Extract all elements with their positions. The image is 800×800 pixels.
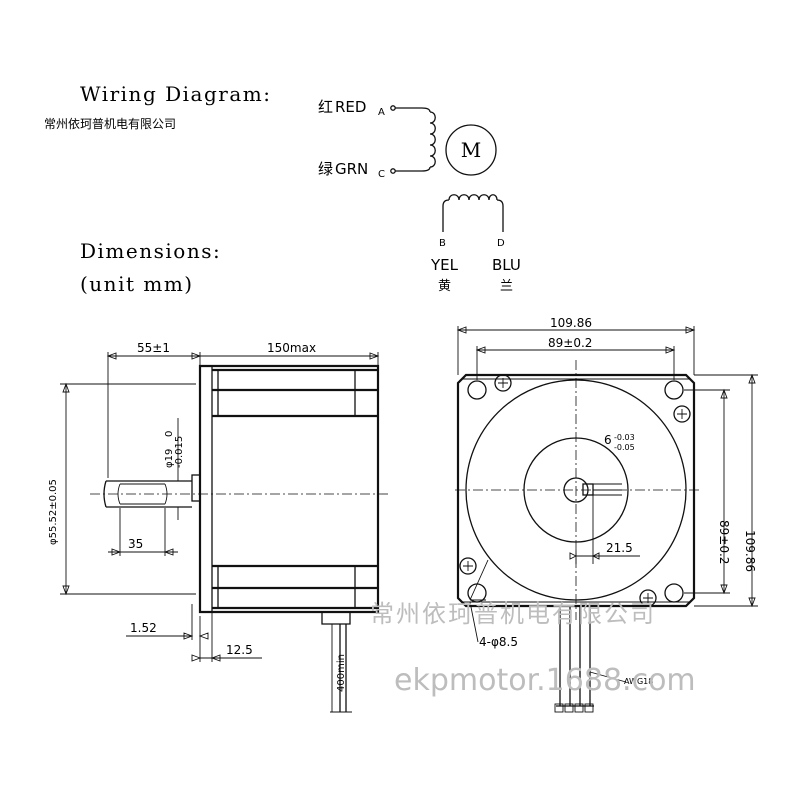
- dim-flange-thickness: 12.5: [226, 643, 253, 657]
- front-view: AWG18 109.86 89±0.2 109.86 89±0.2 6 -0.0…: [455, 316, 758, 713]
- dim-key-depth: 21.5: [606, 541, 633, 555]
- dim-overall-width: 109.86: [550, 316, 592, 330]
- shaft-flat: [582, 483, 594, 496]
- wire-blue-cn: 兰: [500, 279, 513, 294]
- dim-height-lines: [694, 374, 758, 607]
- wire-blue-pin: D: [497, 238, 505, 249]
- watermark-cn: 常州依珂普机电有限公司: [370, 600, 656, 628]
- dim-body-length-lines: [200, 352, 379, 366]
- dim-overall-height: 109.86: [743, 530, 757, 572]
- watermark-url: ekpmotor.1688.com: [394, 663, 696, 698]
- dim-shaft-length: 55±1: [137, 341, 170, 355]
- dim-key-tol: -0.03: [614, 433, 635, 442]
- dim-shaft-diameter: φ19: [164, 449, 175, 468]
- wire-green-label: 绿 GRN C: [318, 160, 385, 180]
- coil-ac: [390, 105, 436, 174]
- wire-red-label: 红 RED A: [318, 98, 385, 118]
- mount-hole-tr: [664, 380, 684, 400]
- motor-body-outline: [198, 364, 380, 614]
- pilot-boss: [191, 474, 201, 502]
- dim-body-length: 150max: [267, 341, 316, 355]
- dim-lead-length: 400min: [336, 654, 347, 692]
- lead-exit: [321, 612, 351, 625]
- dim-key-width: 6: [604, 433, 612, 447]
- dim-pilot-height: 1.52: [130, 621, 157, 635]
- dim-pilot-lines: [60, 383, 196, 595]
- coil-bd: [442, 194, 504, 232]
- front-flange-outline: [456, 373, 696, 608]
- lead-wire: [339, 624, 347, 712]
- front-wire-leads: [554, 606, 627, 713]
- motor-label: M: [461, 138, 481, 162]
- dim-pilot-diameter: φ55.52±0.05: [48, 479, 59, 545]
- dim-key-depth-lines: [575, 495, 640, 564]
- dim-key-length: 35: [128, 537, 143, 551]
- shaft-key: [117, 483, 168, 505]
- wire-green-cn: 绿: [318, 160, 333, 178]
- dim-hole-spacing-v: 89±0.2: [717, 520, 731, 564]
- dim-holes-leader: [469, 559, 489, 643]
- screw-heads: [459, 374, 691, 607]
- body-strips: [212, 368, 378, 610]
- company-name: 常州依珂普机电有限公司: [44, 116, 176, 131]
- dim-key-width-lines: [593, 483, 622, 496]
- wire-red-cn: 红: [318, 98, 333, 116]
- dimensions-unit: (unit mm): [80, 272, 194, 296]
- mount-hole-tl: [467, 380, 487, 400]
- wiring-heading: Wiring Diagram:: [80, 82, 271, 106]
- wire-yellow-pin: B: [439, 238, 446, 249]
- dim-hole-spacing-lines: [476, 346, 675, 380]
- mount-hole-br: [664, 583, 684, 603]
- dim-hole-spacing-v-lines: [684, 389, 730, 594]
- dim-shaft-tol-lower: -0.015: [174, 436, 185, 468]
- dim-lead-lines: [330, 624, 352, 713]
- motor-circle: [445, 124, 497, 176]
- terminal-c-dot: [390, 168, 396, 174]
- wire-green-en: GRN: [335, 160, 368, 178]
- front-centerlines: [455, 360, 700, 620]
- wire-red-en: RED: [335, 98, 366, 116]
- wire-gauge: AWG18: [624, 677, 653, 686]
- dim-hole-spacing: 89±0.2: [548, 336, 592, 350]
- dim-width-lines: [457, 326, 695, 375]
- dim-key-tol2: -0.05: [614, 443, 635, 452]
- dim-shaft-tol-upper: 0: [164, 431, 175, 437]
- wire-green-pin: C: [378, 169, 385, 180]
- wire-red-pin: A: [378, 107, 385, 118]
- body-strip-ends: [217, 370, 356, 608]
- wire-yellow-cn: 黄: [438, 279, 451, 294]
- motor-symbol: M: [445, 124, 497, 176]
- dimensions-heading: Dimensions:: [80, 239, 221, 263]
- wire-blue-en: BLU: [492, 256, 521, 274]
- terminal-a-dot: [390, 105, 396, 111]
- side-view: 55±1 150max φ55.52±0.05 0 φ19 -0.015 35 …: [48, 341, 390, 713]
- front-flange: [200, 365, 213, 613]
- dim-shaft-length-lines: [107, 352, 201, 478]
- dim-holes: 4-φ8.5: [479, 635, 518, 649]
- wire-yellow-en: YEL: [430, 256, 459, 274]
